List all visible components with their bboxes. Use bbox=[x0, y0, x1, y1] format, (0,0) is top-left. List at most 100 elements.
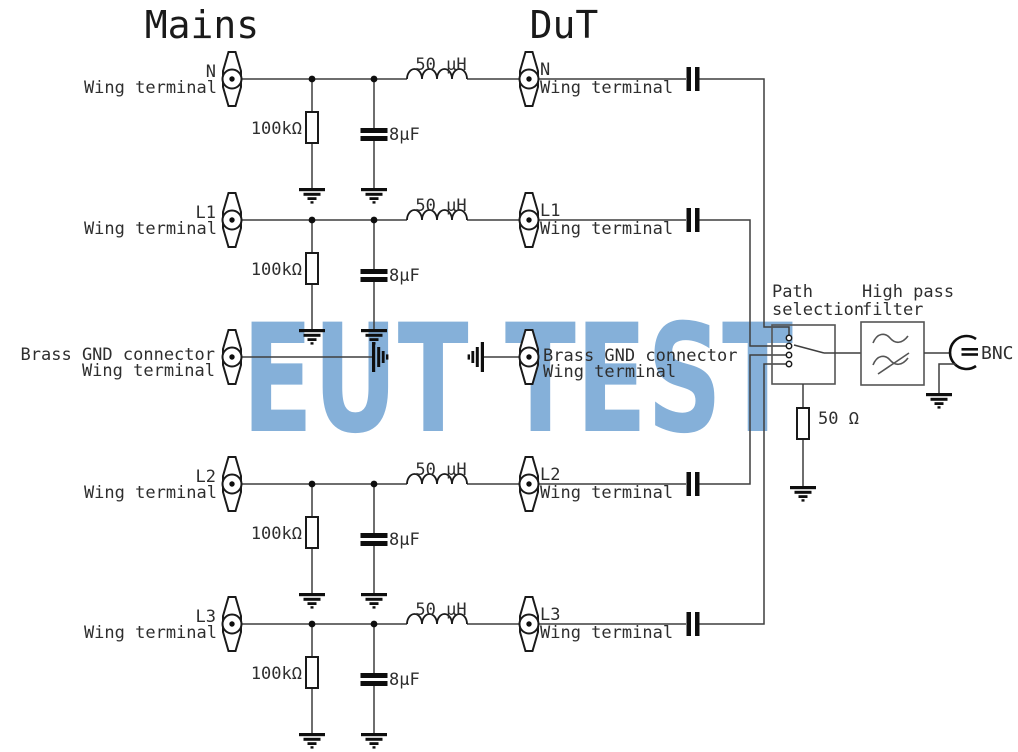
capacitor-value: 8µF bbox=[389, 266, 420, 286]
junction-dot bbox=[308, 75, 316, 83]
row-l2-wires bbox=[240, 354, 789, 485]
dut-gnd-label: Brass GND connector bbox=[543, 346, 737, 366]
capacitor-value: 8µF bbox=[389, 670, 420, 690]
high-pass-filter-block: High pass filter bbox=[860, 282, 954, 386]
switch-contact-n bbox=[785, 334, 793, 342]
dut-row-label: N bbox=[540, 60, 550, 80]
bnc-shell-arc bbox=[948, 334, 977, 371]
ground-symbol bbox=[926, 393, 952, 409]
bnc-pin-bar bbox=[961, 348, 978, 351]
path-selection-block: Path selection bbox=[771, 282, 864, 385]
dut-terminal-gnd bbox=[518, 329, 540, 385]
junction-dot bbox=[370, 75, 378, 83]
eut-test-watermark: EUT TEST bbox=[242, 293, 793, 467]
load-resistor-symbol bbox=[796, 407, 810, 440]
mains-terminal-l2 bbox=[221, 456, 243, 512]
resistor-symbol bbox=[305, 111, 319, 144]
ground-symbol bbox=[361, 593, 387, 609]
row-l1-stubs bbox=[311, 220, 375, 329]
mains-terminal-l3 bbox=[221, 596, 243, 652]
load-resistor-block: 50 Ω bbox=[790, 384, 859, 502]
row-l1-wires bbox=[240, 219, 789, 347]
filter-wave-strike bbox=[877, 352, 910, 375]
inductor-value: 50 µH bbox=[415, 460, 466, 480]
mains-row-label: L3 bbox=[196, 607, 216, 627]
dut-gnd-terminal-label: Wing terminal bbox=[543, 362, 676, 382]
dut-terminal-l1 bbox=[518, 192, 540, 248]
switch-contact-l1 bbox=[785, 342, 793, 350]
resistor-symbol bbox=[305, 252, 319, 285]
dut-row-label: L1 bbox=[540, 201, 560, 221]
row-l3-stubs bbox=[311, 624, 375, 733]
coupling-cap-symbol bbox=[686, 67, 700, 91]
mains-gnd-terminal-label: Wing terminal bbox=[82, 361, 215, 381]
inductor-value: 50 µH bbox=[415, 55, 466, 75]
dut-terminal-n bbox=[518, 51, 540, 107]
high-pass-filter-box bbox=[860, 321, 925, 386]
dut-row-label: L2 bbox=[540, 465, 560, 485]
filter-wave-lower bbox=[872, 355, 909, 366]
resistor-value: 100kΩ bbox=[251, 260, 302, 280]
mains-terminal-label: Wing terminal bbox=[84, 78, 217, 98]
switch-arm bbox=[793, 344, 861, 354]
high-pass-filter-label-1: High pass bbox=[862, 282, 954, 302]
junction-dot bbox=[308, 480, 316, 488]
ground-symbol bbox=[361, 188, 387, 204]
mains-title: Mains bbox=[145, 3, 259, 47]
resistor-value: 100kΩ bbox=[251, 524, 302, 544]
switch-contact-l2 bbox=[785, 351, 793, 359]
row-n-stubs bbox=[311, 79, 375, 188]
junction-dot bbox=[370, 620, 378, 628]
mains-terminal-label: Wing terminal bbox=[84, 483, 217, 503]
junction-dot bbox=[370, 480, 378, 488]
bnc-label: BNC bbox=[981, 343, 1014, 364]
resistor-symbol bbox=[305, 516, 319, 549]
resistor-value: 100kΩ bbox=[251, 119, 302, 139]
dut-terminal-label: Wing terminal bbox=[540, 78, 673, 98]
capacitor-value: 8µF bbox=[389, 125, 420, 145]
dut-terminal-label: Wing terminal bbox=[540, 623, 673, 643]
resistor-symbol bbox=[305, 656, 319, 689]
dut-terminal-label: Wing terminal bbox=[540, 219, 673, 239]
path-selection-label-2: selection bbox=[772, 300, 864, 320]
row-l2-stubs bbox=[311, 484, 375, 593]
inductor-value: 50 µH bbox=[415, 600, 466, 620]
mains-terminal-label: Wing terminal bbox=[84, 219, 217, 239]
ground-symbol bbox=[299, 188, 325, 204]
capacitor-value: 8µF bbox=[389, 530, 420, 550]
row-l1: L1 Wing terminal L1 Wing terminal 50 µH … bbox=[84, 192, 789, 347]
ground-symbol bbox=[790, 486, 816, 502]
dut-terminal-l3 bbox=[518, 596, 540, 652]
mains-terminal-gnd bbox=[221, 329, 243, 385]
capacitor-symbol bbox=[360, 128, 388, 141]
mains-gnd-label: Brass GND connector bbox=[21, 345, 215, 365]
ground-symbol bbox=[299, 593, 325, 609]
coupling-cap-symbol bbox=[686, 612, 700, 636]
load-resistor-value: 50 Ω bbox=[818, 409, 859, 429]
dut-title: DuT bbox=[530, 3, 599, 47]
capacitor-symbol bbox=[360, 673, 388, 686]
filter-wave-upper bbox=[872, 333, 909, 344]
high-pass-filter-label-2: filter bbox=[862, 300, 923, 320]
row-n-wires bbox=[240, 78, 790, 338]
ground-symbol bbox=[361, 733, 387, 749]
path-selection-label-1: Path bbox=[772, 282, 813, 302]
coupling-cap-symbol bbox=[686, 208, 700, 232]
switch-contact-l3 bbox=[785, 360, 793, 368]
capacitor-symbol bbox=[360, 269, 388, 282]
mains-row-label: N bbox=[206, 62, 216, 82]
bnc-connector-block: BNC bbox=[926, 334, 1014, 409]
row-gnd: Brass GND connector Wing terminal Brass … bbox=[21, 329, 737, 385]
mains-terminal-n bbox=[221, 51, 243, 107]
mains-row-label: L2 bbox=[196, 467, 216, 487]
inductor-value: 50 µH bbox=[415, 196, 466, 216]
dut-row-label: L3 bbox=[540, 605, 560, 625]
row-l2: L2 Wing terminal L2 Wing terminal 50 µH … bbox=[84, 354, 789, 609]
junction-dot bbox=[308, 216, 316, 224]
capacitor-symbol bbox=[360, 533, 388, 546]
row-l3-wires bbox=[240, 363, 789, 625]
bnc-ground-wire bbox=[938, 363, 956, 393]
ground-symbol bbox=[299, 733, 325, 749]
resistor-value: 100kΩ bbox=[251, 664, 302, 684]
